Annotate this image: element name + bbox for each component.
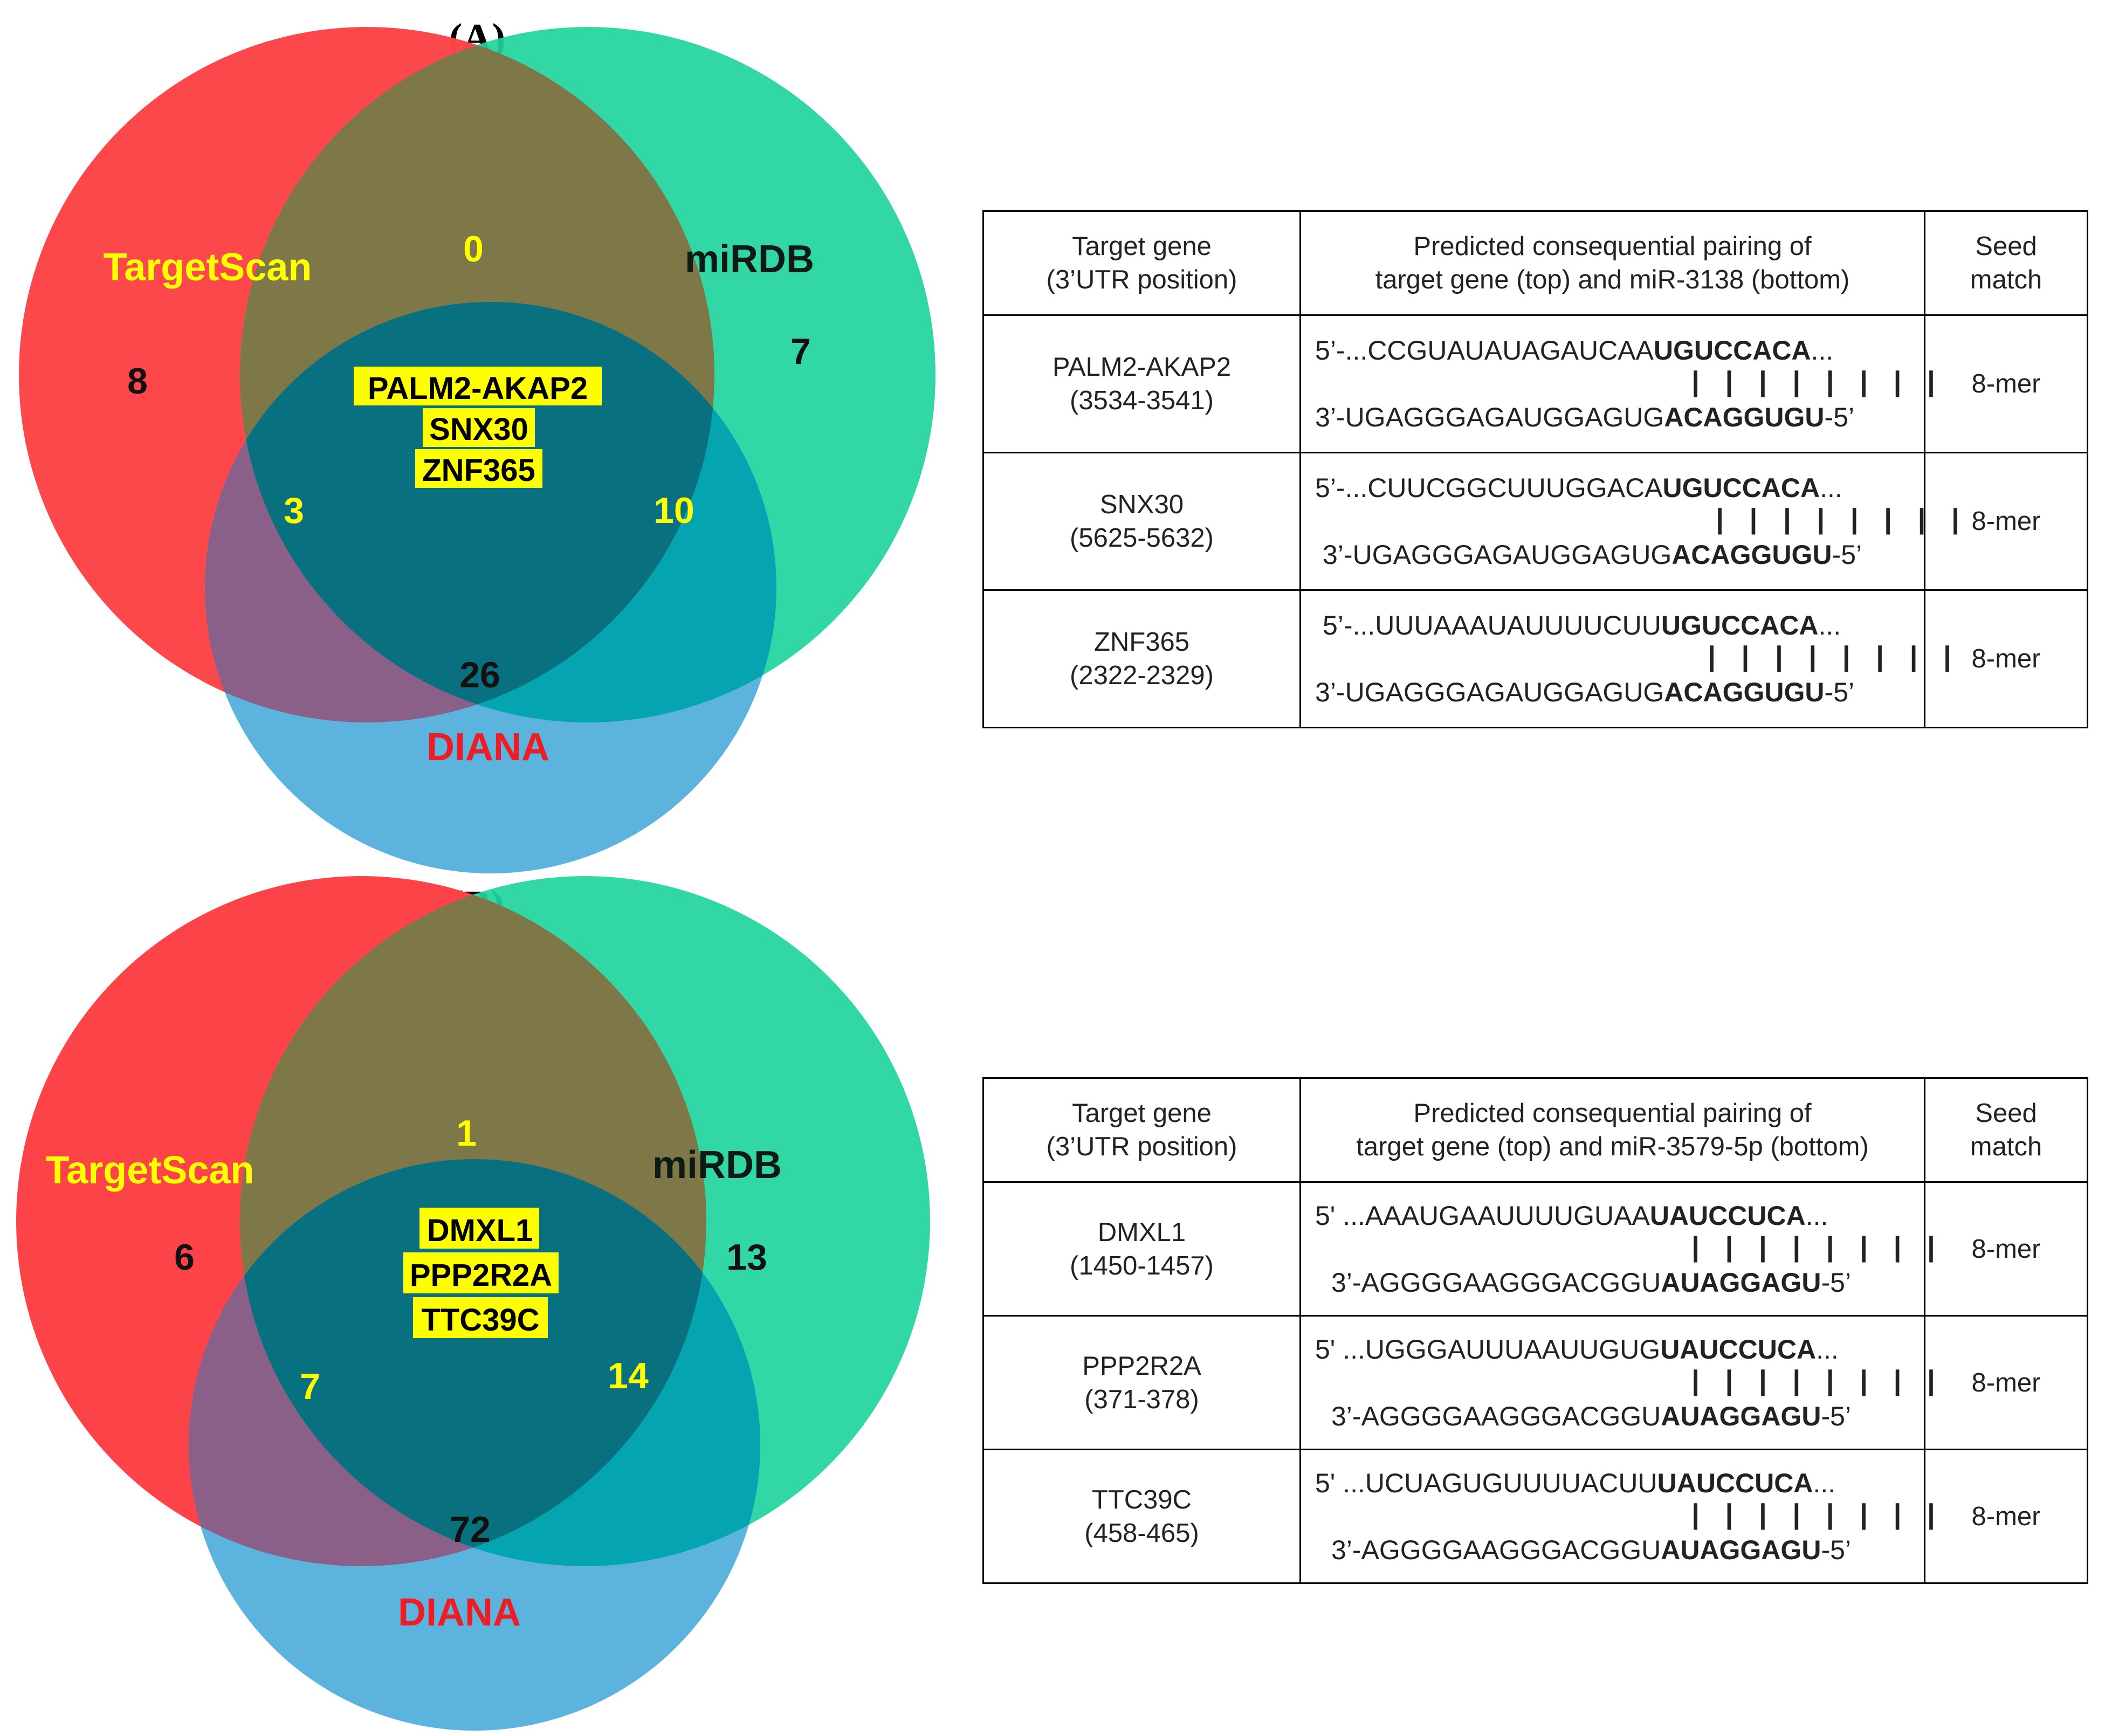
diana-label: DIANA xyxy=(426,726,549,769)
target-gene-cell: PALM2-AKAP2(3534-3541) xyxy=(982,314,1301,453)
count-targetscan-diana: 7 xyxy=(300,1366,320,1407)
targetscan-label: TargetScan xyxy=(46,1149,254,1192)
common-gene-highlight xyxy=(354,367,602,405)
pairing-cell: 5' ...UGGGAUUUAAUUGUGUAUCCUCA... | | | |… xyxy=(1299,1315,1939,1450)
table-header-row: Target gene(3’UTR position) Predicted co… xyxy=(982,1077,2088,1183)
header-target-gene: Target gene(3’UTR position) xyxy=(982,1077,1301,1183)
common-gene: DMXL1 xyxy=(427,1213,533,1248)
pairing-cell: 5’-...CCGUAUAUAGAUCAAUGUCCACA... | | | |… xyxy=(1299,314,1939,453)
target-gene-cell: ZNF365(2322-2329) xyxy=(982,589,1301,728)
venn-diagram-a: TargetScan miRDB DIANA 8 7 26 0 3 10 PAL… xyxy=(19,27,935,873)
common-gene: ZNF365 xyxy=(422,453,535,488)
pairing-cell: 5’-...CUUCGGCUUUGGACAUGUCCACA... | | | |… xyxy=(1299,452,1964,591)
table-row: PALM2-AKAP2(3534-3541) 5’-...CCGUAUAUAGA… xyxy=(982,314,2088,453)
common-gene-highlight xyxy=(419,1208,539,1249)
pairing-cell: 5' ...UCUAGUGUUUUACUUUAUCCUCA... | | | |… xyxy=(1299,1449,1939,1584)
target-gene-cell: TTC39C(458-465) xyxy=(982,1449,1301,1584)
pairing-cell: 5’-...UUUAAAUAUUUUCUUUGUCCACA... | | | |… xyxy=(1299,589,1956,728)
count-diana-only: 72 xyxy=(450,1509,491,1550)
common-gene-highlight xyxy=(403,1252,559,1293)
seed-match-cell: 8-mer xyxy=(1924,452,2088,591)
table-row: DMXL1(1450-1457) 5' ...AAAUGAAUUUUGUAAUA… xyxy=(982,1181,2088,1317)
count-targetscan-only: 8 xyxy=(127,361,148,402)
target-gene-cell: DMXL1(1450-1457) xyxy=(982,1181,1301,1317)
common-gene: TTC39C xyxy=(421,1303,539,1338)
table-header-row: Target gene(3’UTR position) Predicted co… xyxy=(982,210,2088,316)
count-mirdb-diana: 10 xyxy=(653,490,694,531)
seed-match-cell: 8-mer xyxy=(1924,314,2088,453)
seed-match-cell: 8-mer xyxy=(1924,589,2088,728)
table-row: SNX30(5625-5632) 5’-...CUUCGGCUUUGGACAUG… xyxy=(982,452,2088,591)
seed-match-cell: 8-mer xyxy=(1924,1181,2088,1317)
common-gene-highlight xyxy=(423,408,535,447)
count-mirdb-only: 7 xyxy=(790,331,811,372)
count-diana-only: 26 xyxy=(459,655,500,695)
target-gene-cell: SNX30(5625-5632) xyxy=(982,452,1301,591)
common-gene: PPP2R2A xyxy=(410,1258,552,1293)
header-target-gene: Target gene(3’UTR position) xyxy=(982,210,1301,316)
targetscan-label: TargetScan xyxy=(104,246,312,289)
table-row: ZNF365(2322-2329) 5’-...UUUAAAUAUUUUCUUU… xyxy=(982,589,2088,728)
count-targetscan-mirdb: 0 xyxy=(463,229,484,270)
count-mirdb-only: 13 xyxy=(726,1237,767,1278)
count-targetscan-only: 6 xyxy=(174,1237,195,1278)
pairing-cell: 5' ...AAAUGAAUUUUGUAAUAUCCUCA... | | | |… xyxy=(1299,1181,1939,1317)
pairing-table-b: Target gene(3’UTR position) Predicted co… xyxy=(982,1077,2088,1584)
seed-match-cell: 8-mer xyxy=(1924,1315,2088,1450)
count-mirdb-diana: 14 xyxy=(608,1355,649,1396)
count-targetscan-mirdb: 1 xyxy=(456,1113,477,1154)
table-row: TTC39C(458-465) 5' ...UCUAGUGUUUUACUUUAU… xyxy=(982,1449,2088,1584)
mirdb-label: miRDB xyxy=(652,1143,782,1187)
venn-diagram-b: TargetScan miRDB DIANA 6 13 72 1 7 14 DM… xyxy=(16,876,930,1731)
table-row: PPP2R2A(371-378) 5' ...UGGGAUUUAAUUGUGUA… xyxy=(982,1315,2088,1450)
target-gene-cell: PPP2R2A(371-378) xyxy=(982,1315,1301,1450)
count-targetscan-diana: 3 xyxy=(284,490,304,531)
pairing-table-a: Target gene(3’UTR position) Predicted co… xyxy=(982,210,2088,728)
common-gene: SNX30 xyxy=(429,412,528,447)
diana-label: DIANA xyxy=(398,1591,521,1634)
seed-match-cell: 8-mer xyxy=(1924,1449,2088,1584)
common-gene: PALM2-AKAP2 xyxy=(368,371,588,406)
common-gene-highlight xyxy=(413,1297,548,1338)
common-gene-highlight xyxy=(415,449,542,488)
mirdb-label: miRDB xyxy=(685,238,814,281)
